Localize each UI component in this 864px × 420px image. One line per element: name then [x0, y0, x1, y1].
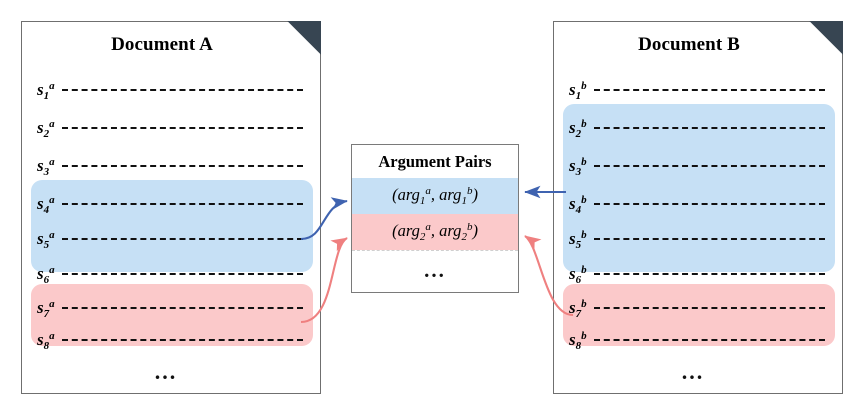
- sentence-dashed-line: [61, 127, 303, 129]
- sentence-label: s5a: [37, 229, 55, 251]
- sentence-label: s7b: [569, 298, 587, 320]
- list-item: s1a: [37, 77, 303, 103]
- sentence-dashed-line: [61, 339, 303, 341]
- sentence-label: s8a: [37, 330, 55, 352]
- sentence-label: s4a: [37, 194, 55, 216]
- sentence-dashed-line: [593, 89, 825, 91]
- pair-row-1: (arg1a, arg1b): [352, 178, 518, 215]
- argument-pairs-table: Argument Pairs (arg1a, arg1b) (arg2a, ar…: [351, 144, 519, 293]
- document-a-title: Document A: [111, 34, 213, 55]
- sentence-dashed-line: [593, 238, 825, 240]
- sentence-dashed-line: [593, 273, 825, 275]
- sentence-label: s3a: [37, 156, 55, 178]
- list-item: s5a: [37, 226, 303, 252]
- list-item: s6b: [569, 261, 825, 287]
- sentence-label: s7a: [37, 298, 55, 320]
- document-a-ellipsis: ...: [154, 359, 178, 384]
- list-item: s3a: [37, 153, 303, 179]
- argument-pairs-ellipsis: ...: [424, 257, 446, 282]
- list-item: s5b: [569, 226, 825, 252]
- sentence-label: s6b: [569, 264, 587, 286]
- sentence-dashed-line: [593, 307, 825, 309]
- document-b-title: Document B: [638, 34, 740, 55]
- argument-pairs-title: Argument Pairs: [352, 145, 518, 178]
- sentence-label: s6a: [37, 264, 55, 286]
- document-a-blue-block: [31, 180, 313, 272]
- document-b-card: Document B s1b s2b s3b s4b s5b: [553, 20, 844, 394]
- document-a-pink-block: [31, 284, 313, 346]
- sentence-dashed-line: [593, 165, 825, 167]
- document-b-pink-block: [563, 284, 835, 346]
- sentence-dashed-line: [61, 238, 303, 240]
- pair-row-2: (arg2a, arg2b): [352, 214, 518, 251]
- sentence-dashed-line: [593, 339, 825, 341]
- sentence-dashed-line: [61, 89, 303, 91]
- sentence-dashed-line: [593, 203, 825, 205]
- list-item: s1b: [569, 77, 825, 103]
- document-b-blue-block: [563, 104, 835, 272]
- list-item: s8a: [37, 327, 303, 353]
- list-item: s4a: [37, 191, 303, 217]
- sentence-dashed-line: [593, 127, 825, 129]
- list-item: s7b: [569, 295, 825, 321]
- document-a-card: Document A s1a s2a s3a s4a s5a: [21, 20, 322, 394]
- sentence-label: s8b: [569, 330, 587, 352]
- sentence-label: s1a: [37, 80, 55, 102]
- list-item: s7a: [37, 295, 303, 321]
- sentence-label: s5b: [569, 229, 587, 251]
- sentence-label: s1b: [569, 80, 587, 102]
- list-item: s4b: [569, 191, 825, 217]
- sentence-dashed-line: [61, 165, 303, 167]
- sentence-dashed-line: [61, 203, 303, 205]
- document-b-ellipsis: ...: [681, 359, 705, 384]
- list-item: s6a: [37, 261, 303, 287]
- pair-expression: (arg2a, arg2b): [392, 221, 478, 243]
- sentence-label: s3b: [569, 156, 587, 178]
- list-item: s8b: [569, 327, 825, 353]
- sentence-label: s2a: [37, 118, 55, 140]
- list-item: s3b: [569, 153, 825, 179]
- sentence-dashed-line: [61, 307, 303, 309]
- pair-expression: (arg1a, arg1b): [392, 185, 478, 207]
- list-item: s2a: [37, 115, 303, 141]
- list-item: s2b: [569, 115, 825, 141]
- sentence-dashed-line: [61, 273, 303, 275]
- sentence-label: s4b: [569, 194, 587, 216]
- sentence-label: s2b: [569, 118, 587, 140]
